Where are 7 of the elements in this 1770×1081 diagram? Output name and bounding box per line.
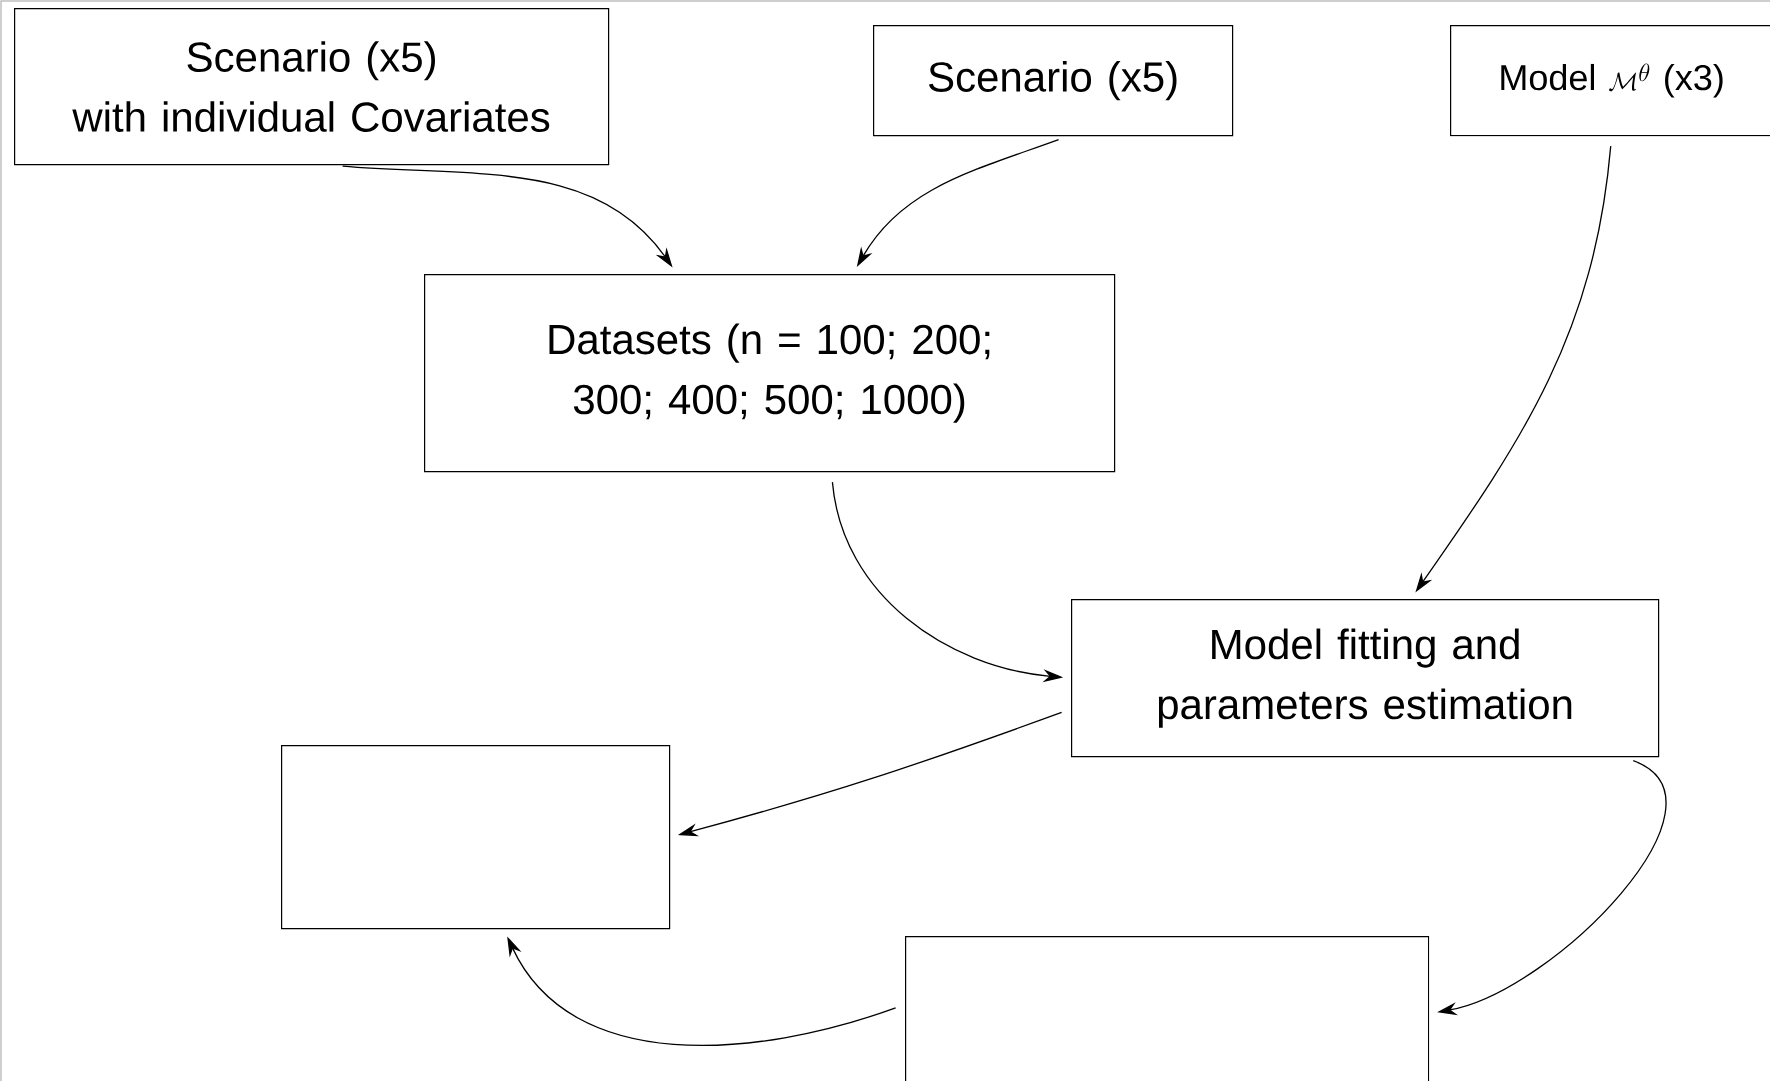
process-box: Model $\mathcal{M}^{\theta}$ (x3) bbox=[1450, 25, 1770, 137]
process-box: Datasets (n = 100; 200; 300; 400; 500; 1000) bbox=[424, 274, 1116, 473]
empty-box bbox=[281, 745, 671, 930]
process-box: Scenario (x5) with individual Covariates bbox=[14, 8, 610, 166]
process-box: Scenario (x5) bbox=[873, 25, 1234, 137]
process-box: Model fitting and parameters estimation bbox=[1071, 599, 1660, 758]
empty-box bbox=[905, 936, 1430, 1081]
